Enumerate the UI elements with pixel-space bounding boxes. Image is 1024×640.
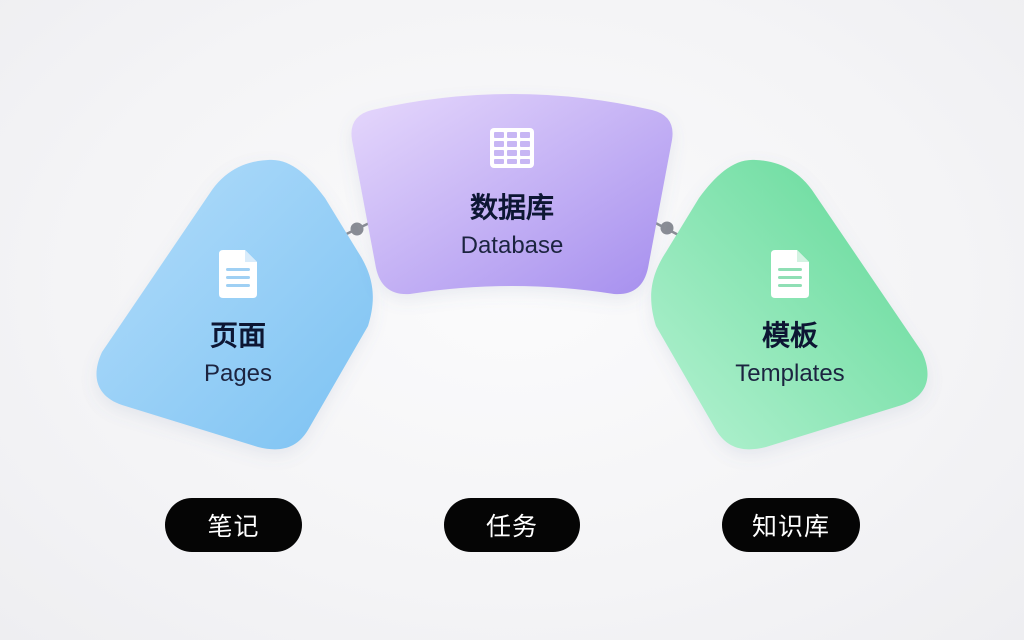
database-card-title: 数据库 <box>470 191 554 224</box>
templates-card[interactable] <box>651 159 928 450</box>
document-icon <box>219 250 257 298</box>
document-icon <box>771 250 809 298</box>
database-card-subtitle: Database <box>461 232 564 259</box>
pages-card-subtitle: Pages <box>204 360 272 387</box>
notes-pill[interactable]: 笔记 <box>165 498 302 552</box>
table-grid-icon <box>490 128 534 168</box>
templates-card-subtitle: Templates <box>735 360 844 387</box>
pages-card-title: 页面 <box>210 319 266 352</box>
database-card[interactable] <box>351 94 673 295</box>
knowledge-base-pill[interactable]: 知识库 <box>722 498 860 552</box>
pages-card[interactable] <box>96 159 373 450</box>
tasks-pill[interactable]: 任务 <box>444 498 580 552</box>
templates-card-title: 模板 <box>762 319 818 352</box>
